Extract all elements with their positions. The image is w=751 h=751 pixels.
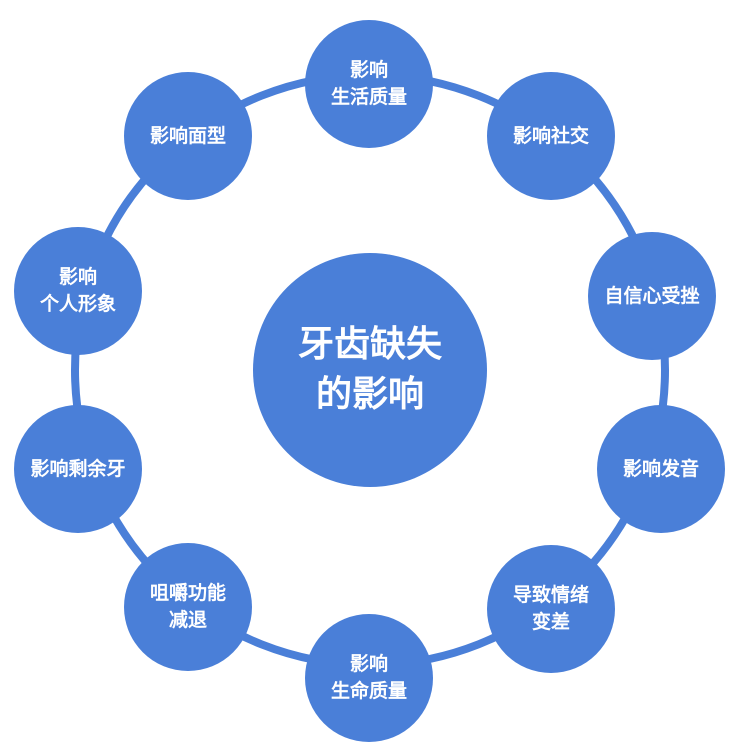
center-line-2: 的影响 — [315, 374, 424, 415]
node-social-line-1: 影响社交 — [512, 124, 589, 147]
node-confidence: 自信心受挫 — [588, 232, 716, 360]
center-line-1: 牙齿缺失 — [297, 324, 442, 365]
node-chewing-line-1: 咀嚼功能 — [149, 582, 226, 604]
node-pronunciation: 影响发音 — [597, 405, 725, 533]
node-mood: 导致情绪 变差 — [487, 545, 615, 673]
node-social: 影响社交 — [487, 72, 615, 200]
node-life-quality: 影响 生活质量 — [305, 20, 433, 148]
node-remaining-teeth: 影响剩余牙 — [14, 405, 142, 533]
node-chewing: 咀嚼功能 减退 — [124, 543, 252, 671]
node-life-span-quality-line-1: 影响 — [349, 653, 388, 675]
center-node: 牙齿缺失 的影响 — [253, 253, 487, 487]
node-mood-line-2: 变差 — [531, 611, 570, 633]
node-face-shape: 影响面型 — [124, 72, 252, 200]
node-life-span-quality-line-2: 生命质量 — [330, 680, 407, 702]
node-life-quality-line-2: 生活质量 — [330, 86, 407, 108]
node-life-quality-line-1: 影响 — [349, 59, 388, 81]
node-remaining-teeth-line-1: 影响剩余牙 — [30, 457, 126, 480]
node-chewing-line-2: 减退 — [168, 609, 207, 631]
node-life-span-quality: 影响 生命质量 — [305, 614, 433, 742]
node-confidence-line-1: 自信心受挫 — [604, 284, 700, 307]
node-pronunciation-line-1: 影响发音 — [622, 457, 699, 480]
node-personal-image-line-2: 个人形象 — [39, 293, 116, 315]
node-personal-image: 影响 个人形象 — [14, 227, 142, 355]
node-mood-line-1: 导致情绪 — [512, 584, 589, 606]
node-personal-image-line-1: 影响 — [58, 266, 97, 288]
node-face-shape-line-1: 影响面型 — [149, 124, 226, 147]
